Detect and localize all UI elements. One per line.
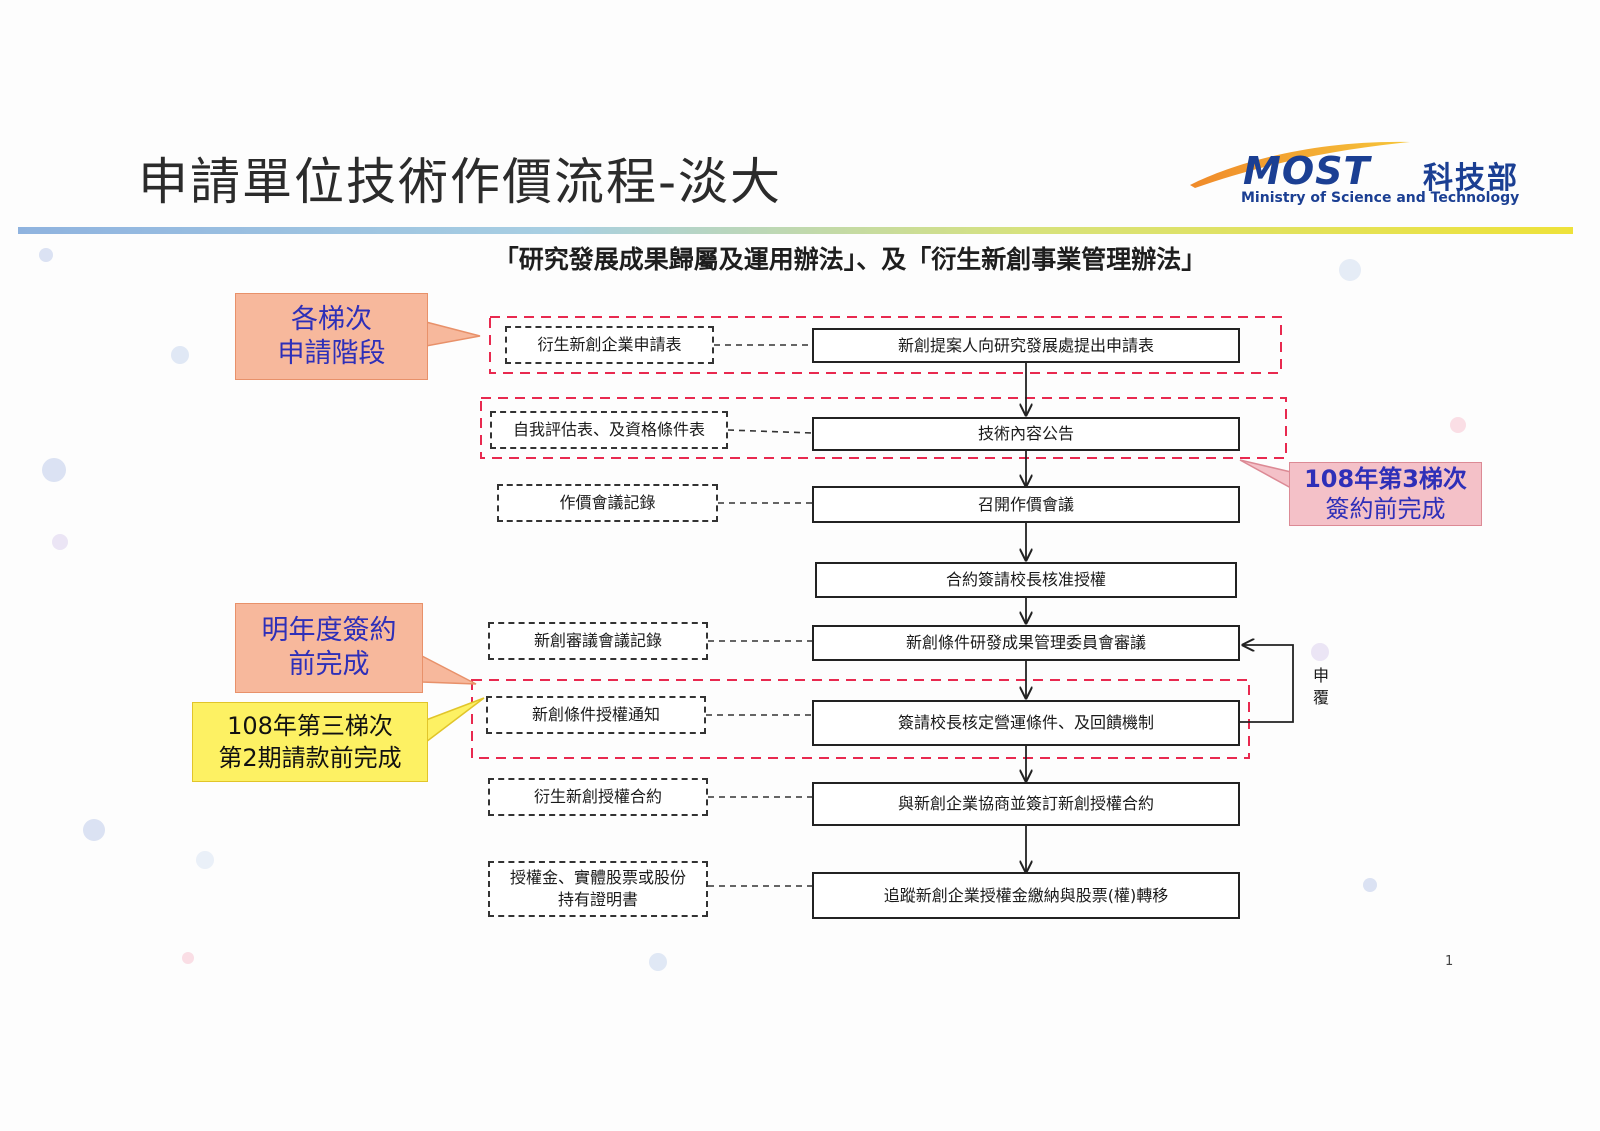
appeal-loop-arrow (1240, 645, 1294, 723)
logo-cn-name: 科技部 (1423, 161, 1519, 196)
doc-application-form: 衍生新創企業申請表 (505, 326, 714, 364)
note-line2: 第2期請款前完成 (218, 744, 402, 772)
doc-self-assessment: 自我評估表、及資格條件表 (490, 411, 728, 449)
doc-authorization-notice: 新創條件授權通知 (486, 696, 706, 734)
background-dots (39, 248, 1466, 971)
note-next-year-signing: 明年度簽約 前完成 (235, 603, 423, 693)
step-tech-announcement: 技術內容公告 (812, 417, 1240, 451)
tail-stage3-note (1239, 459, 1292, 490)
logo-en-name: Ministry of Science and Technology (1241, 190, 1520, 206)
most-logo: MOST 科技部 Ministry of Science and Technol… (1185, 135, 1555, 210)
step-label: 合約簽請校長核准授權 (945, 570, 1106, 589)
step-operating-conditions: 簽請校長核定營運條件、及回饋機制 (812, 700, 1240, 746)
doc-label: 新創條件授權通知 (531, 705, 660, 724)
region-application-stage (489, 316, 1282, 374)
step-president-approval: 合約簽請校長核准授權 (815, 562, 1237, 598)
step-label: 技術內容公告 (977, 424, 1074, 443)
header-gradient-bar (18, 227, 1573, 234)
tail-third-batch-note (425, 697, 485, 744)
tail-next-year-note (421, 654, 477, 685)
doc-label: 衍生新創授權合約 (533, 787, 662, 806)
note-line1: 108年第三梯次 (227, 712, 393, 740)
step-valuation-meeting: 召開作價會議 (812, 486, 1240, 523)
step-label: 簽請校長核定營運條件、及回饋機制 (897, 713, 1154, 732)
step-track-payment: 追蹤新創企業授權金繳納與股票(權)轉移 (812, 872, 1240, 919)
doc-label: 衍生新創企業申請表 (537, 335, 682, 354)
note-third-batch-payment: 108年第三梯次 第2期請款前完成 (192, 702, 428, 782)
tail-stage-note (425, 321, 481, 347)
appeal-label: 申覆 (1312, 666, 1329, 707)
step-label: 新創提案人向研究發展處提出申請表 (897, 335, 1154, 355)
highlight-regions (471, 316, 1287, 759)
page-number: 1 (1445, 954, 1454, 969)
step-label: 追蹤新創企業授權金繳納與股票(權)轉移 (883, 885, 1169, 905)
step-label: 新創條件研發成果管理委員會審議 (905, 633, 1146, 652)
doc-label-line2: 持有證明書 (557, 890, 638, 909)
doc-license-contract: 衍生新創授權合約 (488, 778, 708, 816)
doc-label: 作價會議記錄 (559, 493, 656, 512)
doc-valuation-minutes: 作價會議記錄 (497, 484, 718, 522)
logo-brand: MOST (1243, 149, 1371, 193)
note-application-stage: 各梯次 申請階段 (235, 293, 428, 380)
step-committee-review: 新創條件研發成果管理委員會審議 (812, 625, 1240, 661)
note-stage3-before-signing: 108年第3梯次 簽約前完成 (1289, 462, 1482, 526)
page-subtitle: 「研究發展成果歸屬及運用辦法」、及「衍生新創事業管理辦法」 (493, 245, 1207, 274)
note-line2: 申請階段 (277, 337, 386, 369)
page-title: 申請單位技術作價流程-淡大 (138, 153, 783, 211)
note-line1: 明年度簽約 (261, 615, 397, 646)
note-line1: 108年第3梯次 (1304, 465, 1467, 493)
region-announcement-stage (480, 397, 1287, 459)
doc-share-certificate: 授權金、實體股票或股份 持有證明書 (488, 861, 708, 917)
step-sign-license-contract: 與新創企業協商並簽訂新創授權合約 (812, 782, 1240, 826)
document-connectors (706, 344, 813, 887)
note-line1: 各梯次 (291, 303, 372, 335)
step-label: 與新創企業協商並簽訂新創授權合約 (897, 794, 1154, 813)
doc-review-minutes: 新創審議會議記錄 (488, 622, 708, 660)
logo-swoosh (1190, 141, 1410, 188)
note-line2: 前完成 (288, 649, 370, 680)
doc-label: 新創審議會議記錄 (533, 631, 662, 650)
step-label: 召開作價會議 (977, 494, 1074, 514)
step-submit-application: 新創提案人向研究發展處提出申請表 (812, 328, 1240, 363)
region-authorization-stage (471, 679, 1250, 759)
doc-label: 自我評估表、及資格條件表 (512, 420, 705, 439)
note-line2: 簽約前完成 (1325, 495, 1446, 523)
doc-label-line1: 授權金、實體股票或股份 (509, 868, 686, 887)
